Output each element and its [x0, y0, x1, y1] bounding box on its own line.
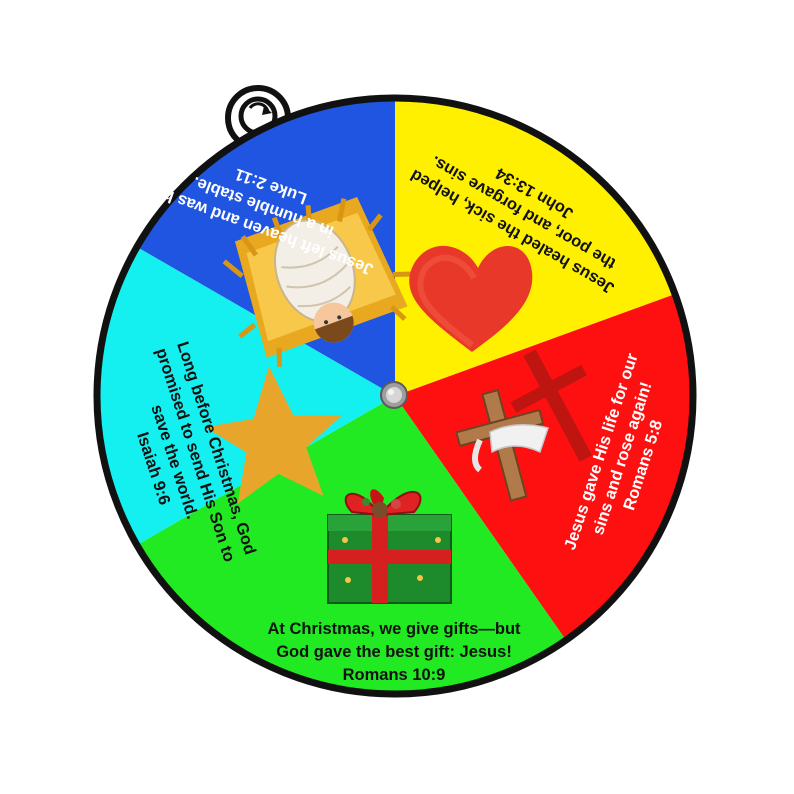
- segment-cross: [395, 294, 692, 639]
- empty-cross-with-cloth-icon: [455, 349, 593, 502]
- segment-gift-text: At Christmas, we give gifts—but God gave…: [267, 620, 521, 684]
- gift-box-icon: [327, 489, 452, 604]
- segment-gift-reference: Romans 10:9: [343, 666, 446, 684]
- segment-gift-line-2: God gave the best gift: Jesus!: [276, 643, 512, 661]
- wheel-rim: [93, 94, 697, 698]
- paper-fastener-brad-icon[interactable]: [380, 381, 408, 409]
- segment-gift-line-1: At Christmas, we give gifts—but: [267, 620, 521, 638]
- heart-icon: [409, 245, 533, 352]
- baby-jesus-in-manger-icon: [222, 196, 412, 367]
- segment-star: [98, 248, 395, 544]
- star-icon: [205, 366, 343, 504]
